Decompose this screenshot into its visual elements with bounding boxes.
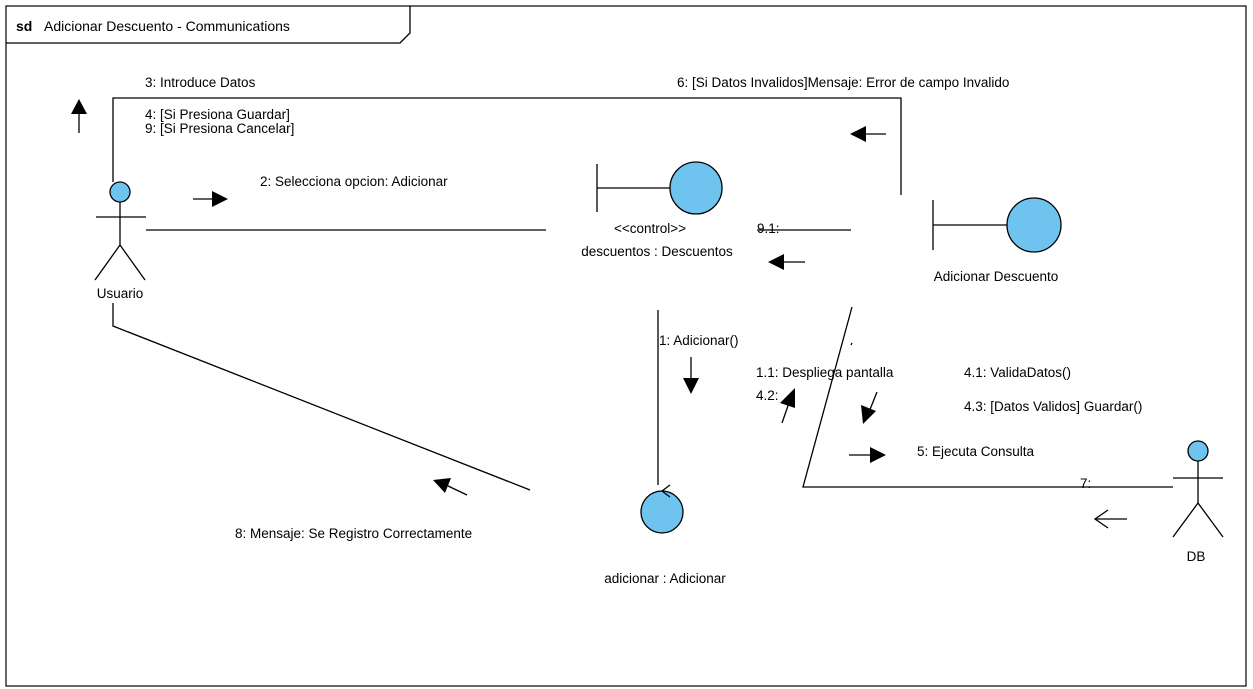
- arrow-up-right-icon: [780, 388, 795, 424]
- boundary-descuentos[interactable]: <<control>> descuentos : Descuentos: [581, 161, 733, 259]
- arrow-up-icon: [71, 99, 87, 133]
- adicionar-label: adicionar : Adicionar: [604, 571, 726, 586]
- actor-usuario[interactable]: Usuario: [94, 181, 146, 301]
- arrow-left-open-icon: [1093, 509, 1127, 529]
- message-9-label: 9: [Si Presiona Cancelar]: [145, 121, 294, 136]
- adicionar-descuento-label: Adicionar Descuento: [934, 269, 1059, 284]
- control-circle: [640, 490, 684, 534]
- frame-title: Adicionar Descuento - Communications: [44, 18, 290, 34]
- control-arrow: [661, 484, 671, 498]
- message-8-label: 8: Mensaje: Se Registro Correctamente: [235, 526, 472, 541]
- descuentos-stereotype: <<control>>: [614, 221, 686, 236]
- descuentos-label: descuentos : Descuentos: [581, 244, 733, 259]
- actor-db-label: DB: [1187, 549, 1206, 564]
- message-4-1-label: 4.1: ValidaDatos(): [964, 365, 1071, 380]
- link-usuario-adicionar: [112, 303, 531, 491]
- message-5-label: 5: Ejecuta Consulta: [917, 444, 1035, 459]
- link-usuario-adicionar-descuento: [112, 97, 902, 195]
- actor-usuario-label: Usuario: [97, 286, 144, 301]
- arrow-right-icon: [849, 447, 886, 463]
- frame-keyword: sd: [16, 18, 32, 34]
- diagram-frame: [5, 5, 1247, 687]
- actor-head: [1187, 440, 1209, 462]
- actor-leg-left: [1172, 502, 1199, 538]
- actor-leg-right: [1197, 502, 1224, 538]
- arrow-up-left-icon: [433, 478, 468, 496]
- arrow-left-icon: [850, 126, 886, 142]
- boundary-adicionar-descuento[interactable]: Adicionar Descuento: [932, 197, 1062, 284]
- message-7-label: 7:: [1080, 476, 1091, 491]
- message-4-2-label: 4.2:: [756, 388, 779, 403]
- message-6-label: 6: [Si Datos Invalidos]Mensaje: Error de…: [677, 75, 1009, 90]
- boundary-circle: [1006, 197, 1062, 253]
- arrow-left-icon: [768, 254, 805, 270]
- arrow-down-icon: [683, 357, 699, 394]
- frame-title-tab: [6, 6, 411, 44]
- message-4-label: 4: [Si Presiona Guardar]: [145, 107, 290, 122]
- message-9-1-label: 9.1:: [757, 221, 780, 236]
- actor-leg-right: [119, 244, 146, 281]
- message-2-label: 2: Selecciona opcion: Adicionar: [260, 174, 448, 189]
- control-adicionar[interactable]: adicionar : Adicionar: [604, 484, 726, 586]
- link-adicionar-descuento-self-return: [850, 342, 853, 346]
- boundary-circle: [669, 161, 723, 215]
- message-1-label: 1: Adicionar(): [659, 333, 739, 348]
- link-adicionar-descuento-self: [802, 306, 1173, 488]
- actor-leg-left: [94, 244, 121, 281]
- arrow-right-icon: [193, 191, 228, 207]
- actor-head: [109, 181, 131, 203]
- message-1-1-label: 1.1: Despliega pantalla: [756, 365, 894, 380]
- message-4-3-label: 4.3: [Datos Validos] Guardar(): [964, 399, 1142, 414]
- actor-db[interactable]: DB: [1172, 440, 1224, 564]
- message-3-label: 3: Introduce Datos: [145, 75, 256, 90]
- arrow-down-left-icon: [861, 391, 878, 424]
